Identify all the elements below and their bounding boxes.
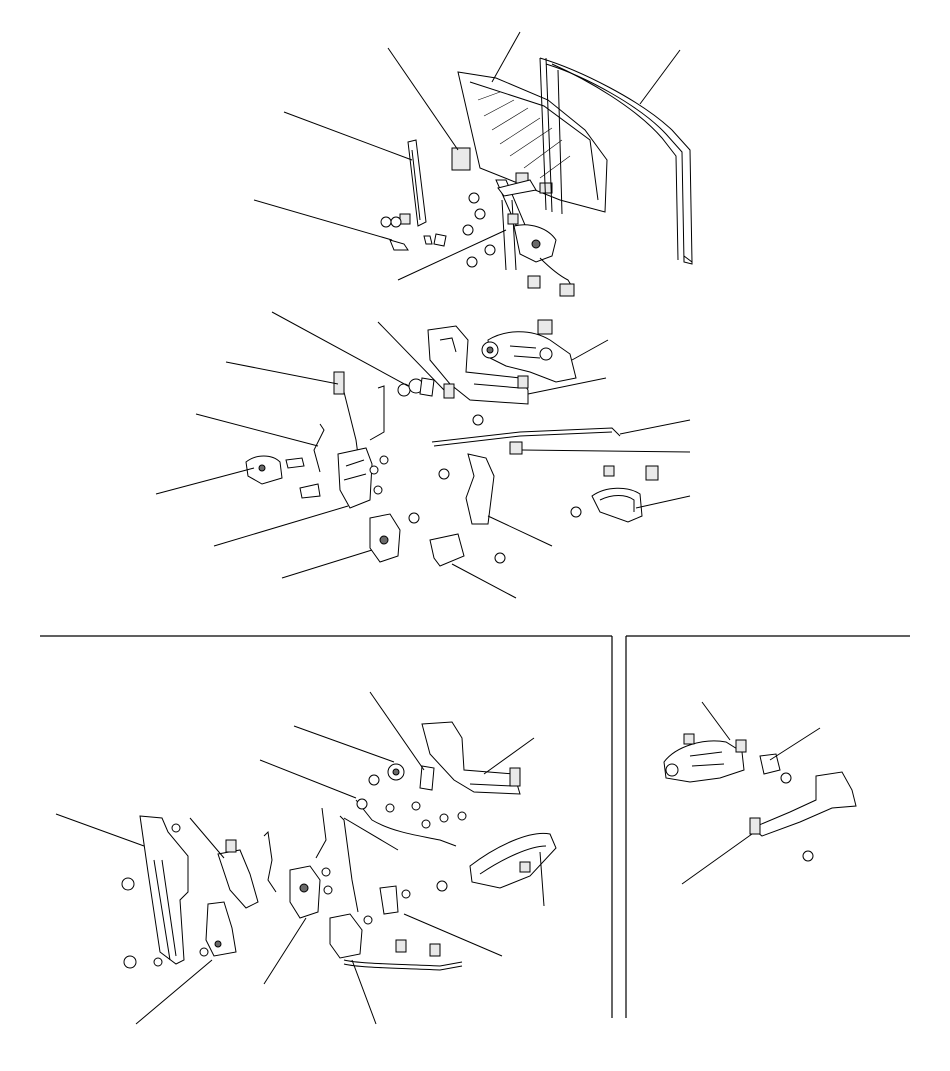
door-latch — [369, 512, 420, 563]
rear-door-assembly — [55, 691, 557, 1025]
door-glass — [457, 71, 608, 213]
rear-outer-handle-bracket — [421, 721, 521, 795]
inner-bracket — [438, 414, 523, 525]
label-plate — [451, 147, 471, 171]
glass-run-channel — [539, 57, 693, 265]
leader-lines-alt — [681, 701, 821, 885]
window-regulator — [495, 179, 575, 297]
rear-channel — [399, 139, 427, 227]
bolts-top — [380, 192, 496, 268]
key-cylinder — [397, 377, 455, 399]
latch-motor — [245, 455, 321, 499]
leader-lines-middle — [155, 311, 691, 599]
rear-clips — [395, 801, 467, 957]
alt-actuator — [759, 753, 792, 784]
lower-bracket — [429, 533, 506, 567]
outer-handle — [481, 319, 577, 383]
rear-lock-rods — [315, 799, 463, 971]
alt-outer-handle — [663, 733, 747, 783]
top-assembly — [253, 31, 693, 297]
rear-inner-handle — [436, 832, 557, 892]
section-frames — [40, 635, 910, 1018]
rear-key-parts — [356, 763, 435, 813]
rear-latch — [289, 865, 333, 919]
leader-lines-rear — [55, 691, 545, 1025]
alt-bracket — [749, 771, 857, 862]
rear-lower-bracket — [199, 901, 237, 957]
inner-handle — [570, 465, 659, 523]
middle-assembly — [155, 311, 691, 599]
leader-lines-top — [253, 31, 681, 281]
door-lock-actuator — [337, 447, 389, 509]
alt-handle-assembly — [663, 701, 857, 885]
rear-regulator-bracket — [217, 830, 277, 909]
rear-actuator — [329, 885, 411, 959]
rear-sash-channel — [121, 815, 189, 969]
